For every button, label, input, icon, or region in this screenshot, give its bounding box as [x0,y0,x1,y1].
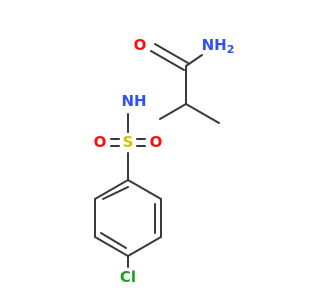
atom-sulfur: S [123,133,134,151]
atom-labels: NH2 O NH S O O Cl [94,36,235,286]
bond-amide-c-o-2 [150,50,185,71]
atom-nh: NH [121,92,146,110]
bonds [94,43,220,268]
bond-alpha-methyl [185,103,220,124]
atom-sulfonyl-oxygen-left: O [94,133,107,151]
ring-double-bond-3 [102,186,129,200]
atom-nh2: NH2 [202,36,235,56]
ring-bond-3 [127,236,162,257]
atom-amide-oxygen: O [134,36,147,54]
bond-alpha-nh [159,103,187,120]
bond-amide-c-n [185,54,203,67]
ring-double-bond-2 [100,232,127,249]
molecule-structure: NH2 O NH S O O Cl [94,36,235,286]
ring-bond-1 [127,179,162,200]
bond-amide-c-o-1 [154,43,189,64]
ring-bond-6 [94,179,129,200]
ring-bond-4 [94,236,129,257]
atom-chlorine: Cl [120,268,136,286]
atom-sulfonyl-oxygen-right: O [150,133,163,151]
